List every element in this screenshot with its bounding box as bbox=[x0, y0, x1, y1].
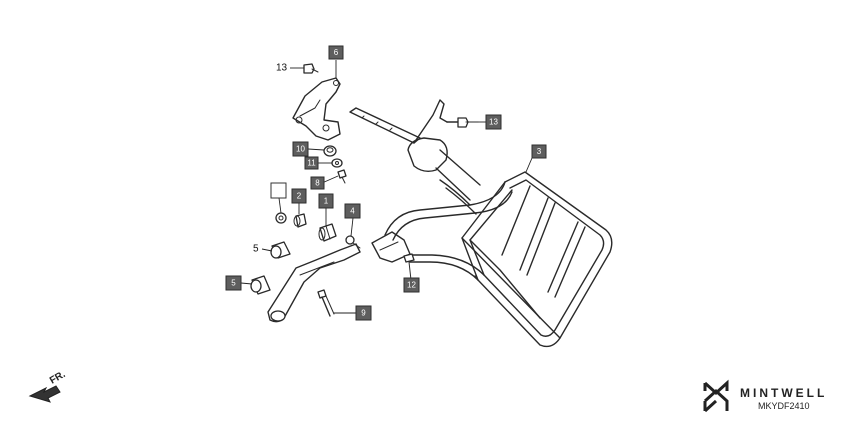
stay-bracket-part-5 bbox=[267, 243, 361, 323]
arrow-icon bbox=[28, 385, 61, 403]
screw-part-4 bbox=[345, 235, 361, 249]
screw-part-8 bbox=[337, 169, 347, 184]
callout-9: 9 bbox=[355, 305, 372, 321]
callout-13-top-text: 13 bbox=[276, 63, 288, 74]
callout-5-box: 5 bbox=[225, 275, 242, 291]
callout-8: 8 bbox=[310, 176, 325, 190]
bolt-part-12 bbox=[403, 253, 415, 281]
bushing-part-2 bbox=[293, 213, 307, 228]
callout-10-text: 10 bbox=[296, 145, 305, 154]
end-cap-lower-part-5 bbox=[250, 275, 271, 295]
bolt-part-9 bbox=[317, 289, 335, 317]
collar-part-1 bbox=[275, 212, 287, 224]
end-cap-part-5 bbox=[270, 241, 291, 259]
rubber-mount-part-7 bbox=[318, 223, 337, 242]
callout-2: 2 bbox=[291, 188, 307, 204]
callout-10: 10 bbox=[292, 141, 309, 157]
callout-5-box-text: 5 bbox=[231, 279, 236, 288]
washer-part-11 bbox=[331, 158, 343, 168]
nut-part-10 bbox=[323, 145, 337, 157]
callout-13-top: 13 bbox=[276, 63, 288, 74]
callout-4-text: 4 bbox=[350, 207, 355, 216]
callout-5-plain: 5 bbox=[253, 244, 259, 255]
callout-13-right-text: 13 bbox=[489, 118, 498, 127]
callout-11-text: 11 bbox=[307, 159, 316, 168]
callout-12-text: 12 bbox=[407, 281, 416, 290]
leader-lines bbox=[240, 60, 533, 314]
callout-6: 6 bbox=[328, 45, 344, 60]
callout-4: 4 bbox=[344, 203, 361, 219]
bolt-13-right bbox=[457, 117, 479, 128]
callout-6-text: 6 bbox=[334, 48, 339, 57]
front-rack-part bbox=[384, 171, 613, 348]
callout-3: 3 bbox=[531, 144, 547, 159]
callout-2-text: 2 bbox=[297, 192, 302, 201]
bolt-13-top bbox=[303, 63, 319, 74]
callout-1: 1 bbox=[318, 193, 334, 209]
brand-mark-icon bbox=[703, 379, 729, 413]
callout-8-text: 8 bbox=[315, 179, 320, 188]
callout-1-empty bbox=[270, 182, 287, 199]
callout-12: 12 bbox=[403, 277, 420, 293]
callout-13-right: 13 bbox=[485, 114, 502, 130]
upper-tube-bracket bbox=[349, 99, 481, 201]
callout-1-text: 1 bbox=[324, 197, 329, 206]
brand-name: MINTWELL bbox=[740, 386, 827, 400]
callout-3-text: 3 bbox=[537, 147, 542, 156]
front-direction-arrow: FR. bbox=[28, 369, 68, 403]
callout-11: 11 bbox=[304, 156, 319, 170]
diagram-code: MKYDF2410 bbox=[758, 401, 810, 411]
direction-label: FR. bbox=[48, 369, 68, 387]
diagram-code-text: MKYDF2410 bbox=[758, 401, 810, 411]
callout-9-text: 9 bbox=[361, 309, 366, 318]
callout-5-plain-text: 5 bbox=[253, 244, 259, 255]
brand-logo: MINTWELL bbox=[703, 379, 827, 413]
left-bracket-part-6 bbox=[292, 77, 341, 141]
